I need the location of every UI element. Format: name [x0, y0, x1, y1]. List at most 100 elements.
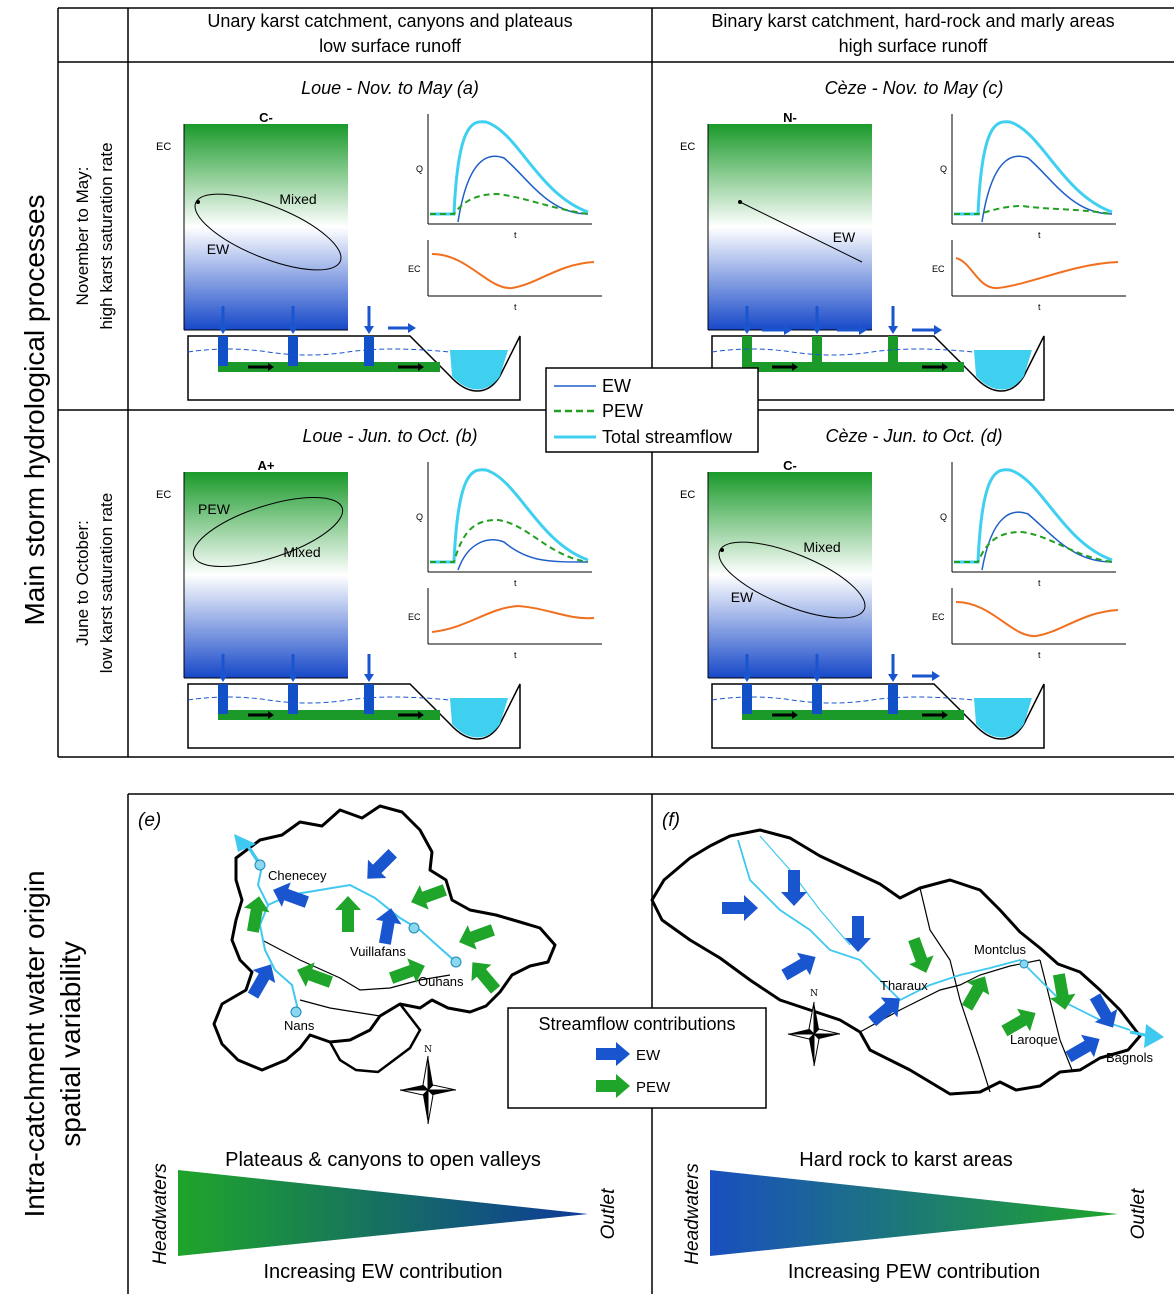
ec-axis-label: EC — [156, 141, 171, 153]
ec-chrono-label: EC — [932, 612, 945, 622]
river-water — [450, 698, 508, 738]
bottom-axis-title-line2: spatial variability — [55, 941, 86, 1146]
gradient-e-left: Headwaters — [150, 1163, 171, 1265]
pew-curve — [954, 204, 1113, 215]
hydrograph-t-label: t — [514, 230, 517, 240]
hysteresis-label-1: PEW — [198, 501, 231, 517]
legend-pew-arrow — [596, 1074, 630, 1098]
water-table — [187, 348, 451, 356]
rain-arrow-head — [364, 674, 374, 682]
compass-rose-f — [787, 1001, 841, 1067]
hysteresis-label-2: EW — [731, 589, 754, 605]
hysteresis-label-1: Mixed — [279, 191, 316, 207]
ec-chrono-t-label: t — [1038, 302, 1041, 312]
karst-shaft — [218, 336, 228, 366]
arrow-shape — [459, 924, 495, 950]
arrow-shape — [961, 976, 990, 1011]
karst-shaft — [812, 684, 822, 714]
ec-chrono-label: EC — [932, 264, 945, 274]
hydrograph-q-label: Q — [416, 512, 423, 522]
place-bagnols: Bagnols — [1106, 1050, 1153, 1065]
hydrograph-t-label: t — [1038, 578, 1041, 588]
ew-contribution-arrow — [247, 964, 276, 999]
rain-arrow-head — [288, 326, 298, 334]
pew-contribution-arrow — [297, 962, 333, 988]
rain-arrow-head — [218, 326, 228, 334]
conduit-flow-head — [268, 711, 274, 719]
pew-contribution-arrow — [389, 958, 425, 984]
conduit-flow-head — [792, 363, 798, 371]
col2-header-line1: Binary karst catchment, hard-rock and ma… — [711, 11, 1114, 31]
hysteresis-start — [720, 548, 724, 552]
runoff-arrow-head — [859, 325, 867, 335]
arrow-shape — [781, 870, 807, 906]
water-table — [187, 696, 451, 704]
hysteresis-class: C- — [783, 458, 797, 473]
place-montclus: Montclus — [974, 942, 1027, 957]
conduit-flow-head — [942, 711, 948, 719]
legend-pew: PEW — [602, 401, 643, 421]
karst-shaft — [364, 336, 374, 366]
arrow-shape — [781, 952, 816, 981]
panel-e-label: (e) — [138, 810, 161, 831]
ec-axis-label: EC — [680, 489, 695, 501]
hysteresis-start — [738, 200, 742, 204]
river-water — [974, 350, 1032, 390]
top-legend: EW PEW Total streamflow — [545, 367, 759, 453]
ec-q-gradient-box — [184, 472, 348, 678]
ec-curve — [431, 253, 595, 290]
ew-curve — [981, 511, 1113, 571]
bottom-legend-ew: EW — [636, 1047, 661, 1064]
gradient-e-title: Plateaus & canyons to open valleys — [225, 1149, 541, 1171]
karst-shaft — [888, 684, 898, 714]
ec-chrono-label: EC — [408, 264, 421, 274]
ew-contribution-arrow — [845, 916, 871, 952]
hydrograph-q-label: Q — [940, 512, 947, 522]
conduit-flow-head — [268, 363, 274, 371]
bottom-legend-pew: PEW — [636, 1079, 671, 1096]
panel-d-title: Cèze - Jun. to Oct. (d) — [825, 426, 1002, 446]
col1-header-line2: low surface runoff — [319, 36, 462, 56]
hysteresis-class: A+ — [258, 458, 275, 473]
arrow-shape — [722, 895, 758, 921]
river-water — [450, 350, 508, 390]
pew-contribution-arrow — [908, 937, 934, 973]
ec-q-gradient-box — [708, 472, 872, 678]
total-streamflow-curve — [430, 120, 589, 216]
ew-contribution-arrow — [375, 908, 402, 945]
hysteresis-class: N- — [783, 110, 797, 125]
ew-contribution-arrow — [781, 952, 816, 981]
arrow-shape — [845, 916, 871, 952]
ec-curve — [955, 601, 1119, 638]
ew-contribution-arrow — [1089, 993, 1118, 1028]
rain-arrow-head — [218, 674, 228, 682]
ew-contribution-arrow — [1065, 1034, 1100, 1063]
rain-arrow-head — [812, 326, 822, 334]
panel-c-title: Cèze - Nov. to May (c) — [825, 78, 1004, 98]
panel-f-label: (f) — [662, 810, 680, 831]
ew-contribution-arrow — [367, 849, 397, 879]
hysteresis-line — [739, 201, 863, 263]
compass-e-north: N — [424, 1045, 432, 1055]
karst-shaft — [364, 684, 374, 714]
pew-contribution-arrow — [411, 884, 447, 910]
row2-label-line2: low karst saturation rate — [97, 493, 116, 673]
gradient-f-left: Headwaters — [682, 1163, 703, 1265]
row2-label-line1: June to October: — [73, 520, 92, 646]
place-ouhans: Ouhans — [418, 974, 464, 989]
hysteresis-label-2: EW — [207, 241, 230, 257]
gradient-e-right: Outlet — [598, 1188, 619, 1239]
ec-chrono-label: EC — [408, 612, 421, 622]
ew-contribution-arrow — [781, 870, 807, 906]
col2-header-line2: high surface runoff — [839, 36, 989, 56]
arrow-shape — [243, 896, 270, 933]
karst-shaft — [288, 684, 298, 714]
arrow-shape — [247, 964, 276, 999]
gradient-e — [178, 1170, 588, 1256]
gradient-f — [710, 1170, 1118, 1256]
hydrograph-q-label: Q — [940, 164, 947, 174]
pew-contribution-arrow — [243, 896, 270, 933]
